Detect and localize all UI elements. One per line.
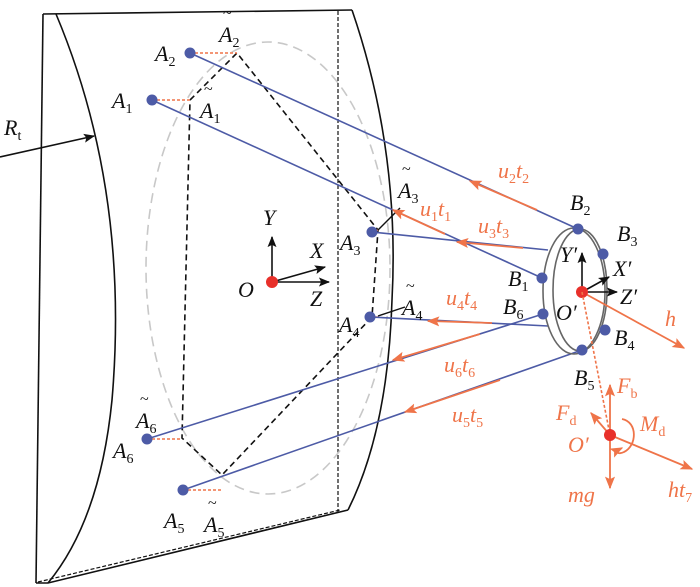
x-axis: [271, 265, 327, 283]
tension-3: [455, 238, 524, 249]
platform-points: [536, 223, 611, 356]
label-b5: B5: [574, 365, 594, 394]
label-a1: A1: [110, 88, 132, 117]
label-md: Md: [639, 411, 665, 440]
label-a6: A6: [111, 438, 133, 467]
origin-o: [266, 276, 278, 288]
radius-label: Rt: [3, 115, 21, 144]
label-b3: B3: [617, 221, 637, 250]
tilde-mark-5: ~: [208, 495, 217, 512]
free-body-diagram: [590, 383, 694, 490]
anchor-a1: [146, 94, 158, 106]
label-h: h: [665, 306, 676, 331]
ht7-vector: [609, 434, 694, 470]
h-vector: [581, 291, 686, 349]
label-zp: Z′: [620, 284, 638, 309]
label-b6: B6: [503, 294, 523, 323]
tension-5: [403, 379, 501, 414]
panel-right-curve: [347, 9, 394, 511]
panel-structure: [35, 9, 394, 584]
tension-6: [391, 333, 481, 362]
tick-a4: [377, 306, 406, 317]
label-mg: mg: [568, 482, 595, 507]
label-u1t1: u1t1: [420, 196, 451, 225]
label-u5t5: u5t5: [452, 402, 483, 431]
offset-line: [581, 291, 611, 436]
label-atilde-4: A4: [400, 295, 422, 324]
md-moment-arc: [609, 418, 635, 458]
panel-top-edge: [42, 9, 353, 15]
label-op: O′: [556, 300, 578, 325]
cable-1: [151, 99, 543, 279]
label-u4t4: u4t4: [446, 285, 477, 314]
label-o: O: [238, 277, 254, 302]
label-fd: Fd: [555, 400, 576, 429]
tension-1: [391, 209, 446, 235]
label-b2: B2: [570, 190, 590, 219]
label-a2: A2: [153, 41, 175, 70]
panel-left-edge: [35, 13, 44, 584]
point-b6: [537, 308, 549, 320]
label-xp: X′: [612, 256, 632, 281]
projected-hexagon: [181, 51, 379, 477]
panel-bottom-edge: [36, 509, 349, 584]
label-z: Z: [310, 286, 323, 311]
label-atilde-6: A6: [134, 408, 156, 437]
workspace-ellipse: [145, 41, 391, 495]
anchor-points: [141, 47, 378, 496]
label-u2t2: u2t2: [498, 158, 529, 187]
point-b3: [597, 248, 609, 260]
cable-5: [182, 349, 583, 491]
tension-vectors: [391, 180, 538, 414]
label-y: Y: [263, 205, 278, 230]
label-u6t6: u6t6: [444, 352, 475, 381]
tilde-mark-1: ~: [204, 81, 213, 98]
label-a3: A3: [338, 230, 360, 259]
label-ht7: ht7: [668, 477, 692, 506]
label-atilde-5: A5: [202, 512, 224, 541]
tilde-mark-6: ~: [140, 391, 149, 408]
anchor-a3: [366, 226, 378, 238]
tilde-mark-4: ~: [406, 278, 415, 295]
tension-2: [468, 180, 538, 211]
anchor-a5: [177, 484, 189, 496]
tension-4: [426, 316, 493, 327]
label-x: X: [309, 238, 325, 263]
panel-inner-curve: [47, 13, 117, 584]
tilde-mark-2: ~: [223, 5, 232, 22]
origin-op-lower: [604, 429, 616, 441]
point-b1: [536, 272, 548, 284]
local-frame: Y′ X′ Z′ O′: [556, 242, 638, 325]
label-fb: Fb: [616, 373, 637, 402]
tilde-mark-3: ~: [402, 161, 411, 178]
radius-arrow: [0, 133, 96, 158]
label-b1: B1: [508, 266, 528, 295]
label-a4: A4: [337, 312, 359, 341]
point-b4: [599, 324, 611, 336]
panel-bottom-dashed: [37, 509, 341, 583]
label-atilde-2: A2: [217, 22, 239, 51]
anchor-a2: [184, 47, 196, 59]
label-op-lower: O′: [568, 432, 590, 457]
global-frame: O X Y Z: [238, 205, 331, 311]
label-yp: Y′: [560, 242, 578, 267]
point-b2: [572, 223, 584, 235]
point-b5: [576, 344, 588, 356]
label-a5: A5: [162, 508, 184, 537]
label-b4: B4: [614, 325, 634, 354]
label-u3t3: u3t3: [478, 213, 509, 242]
label-atilde-1: A1: [198, 98, 220, 127]
label-atilde-3: A3: [396, 178, 418, 207]
anchor-a4: [364, 311, 376, 323]
anchor-a6: [141, 433, 153, 445]
